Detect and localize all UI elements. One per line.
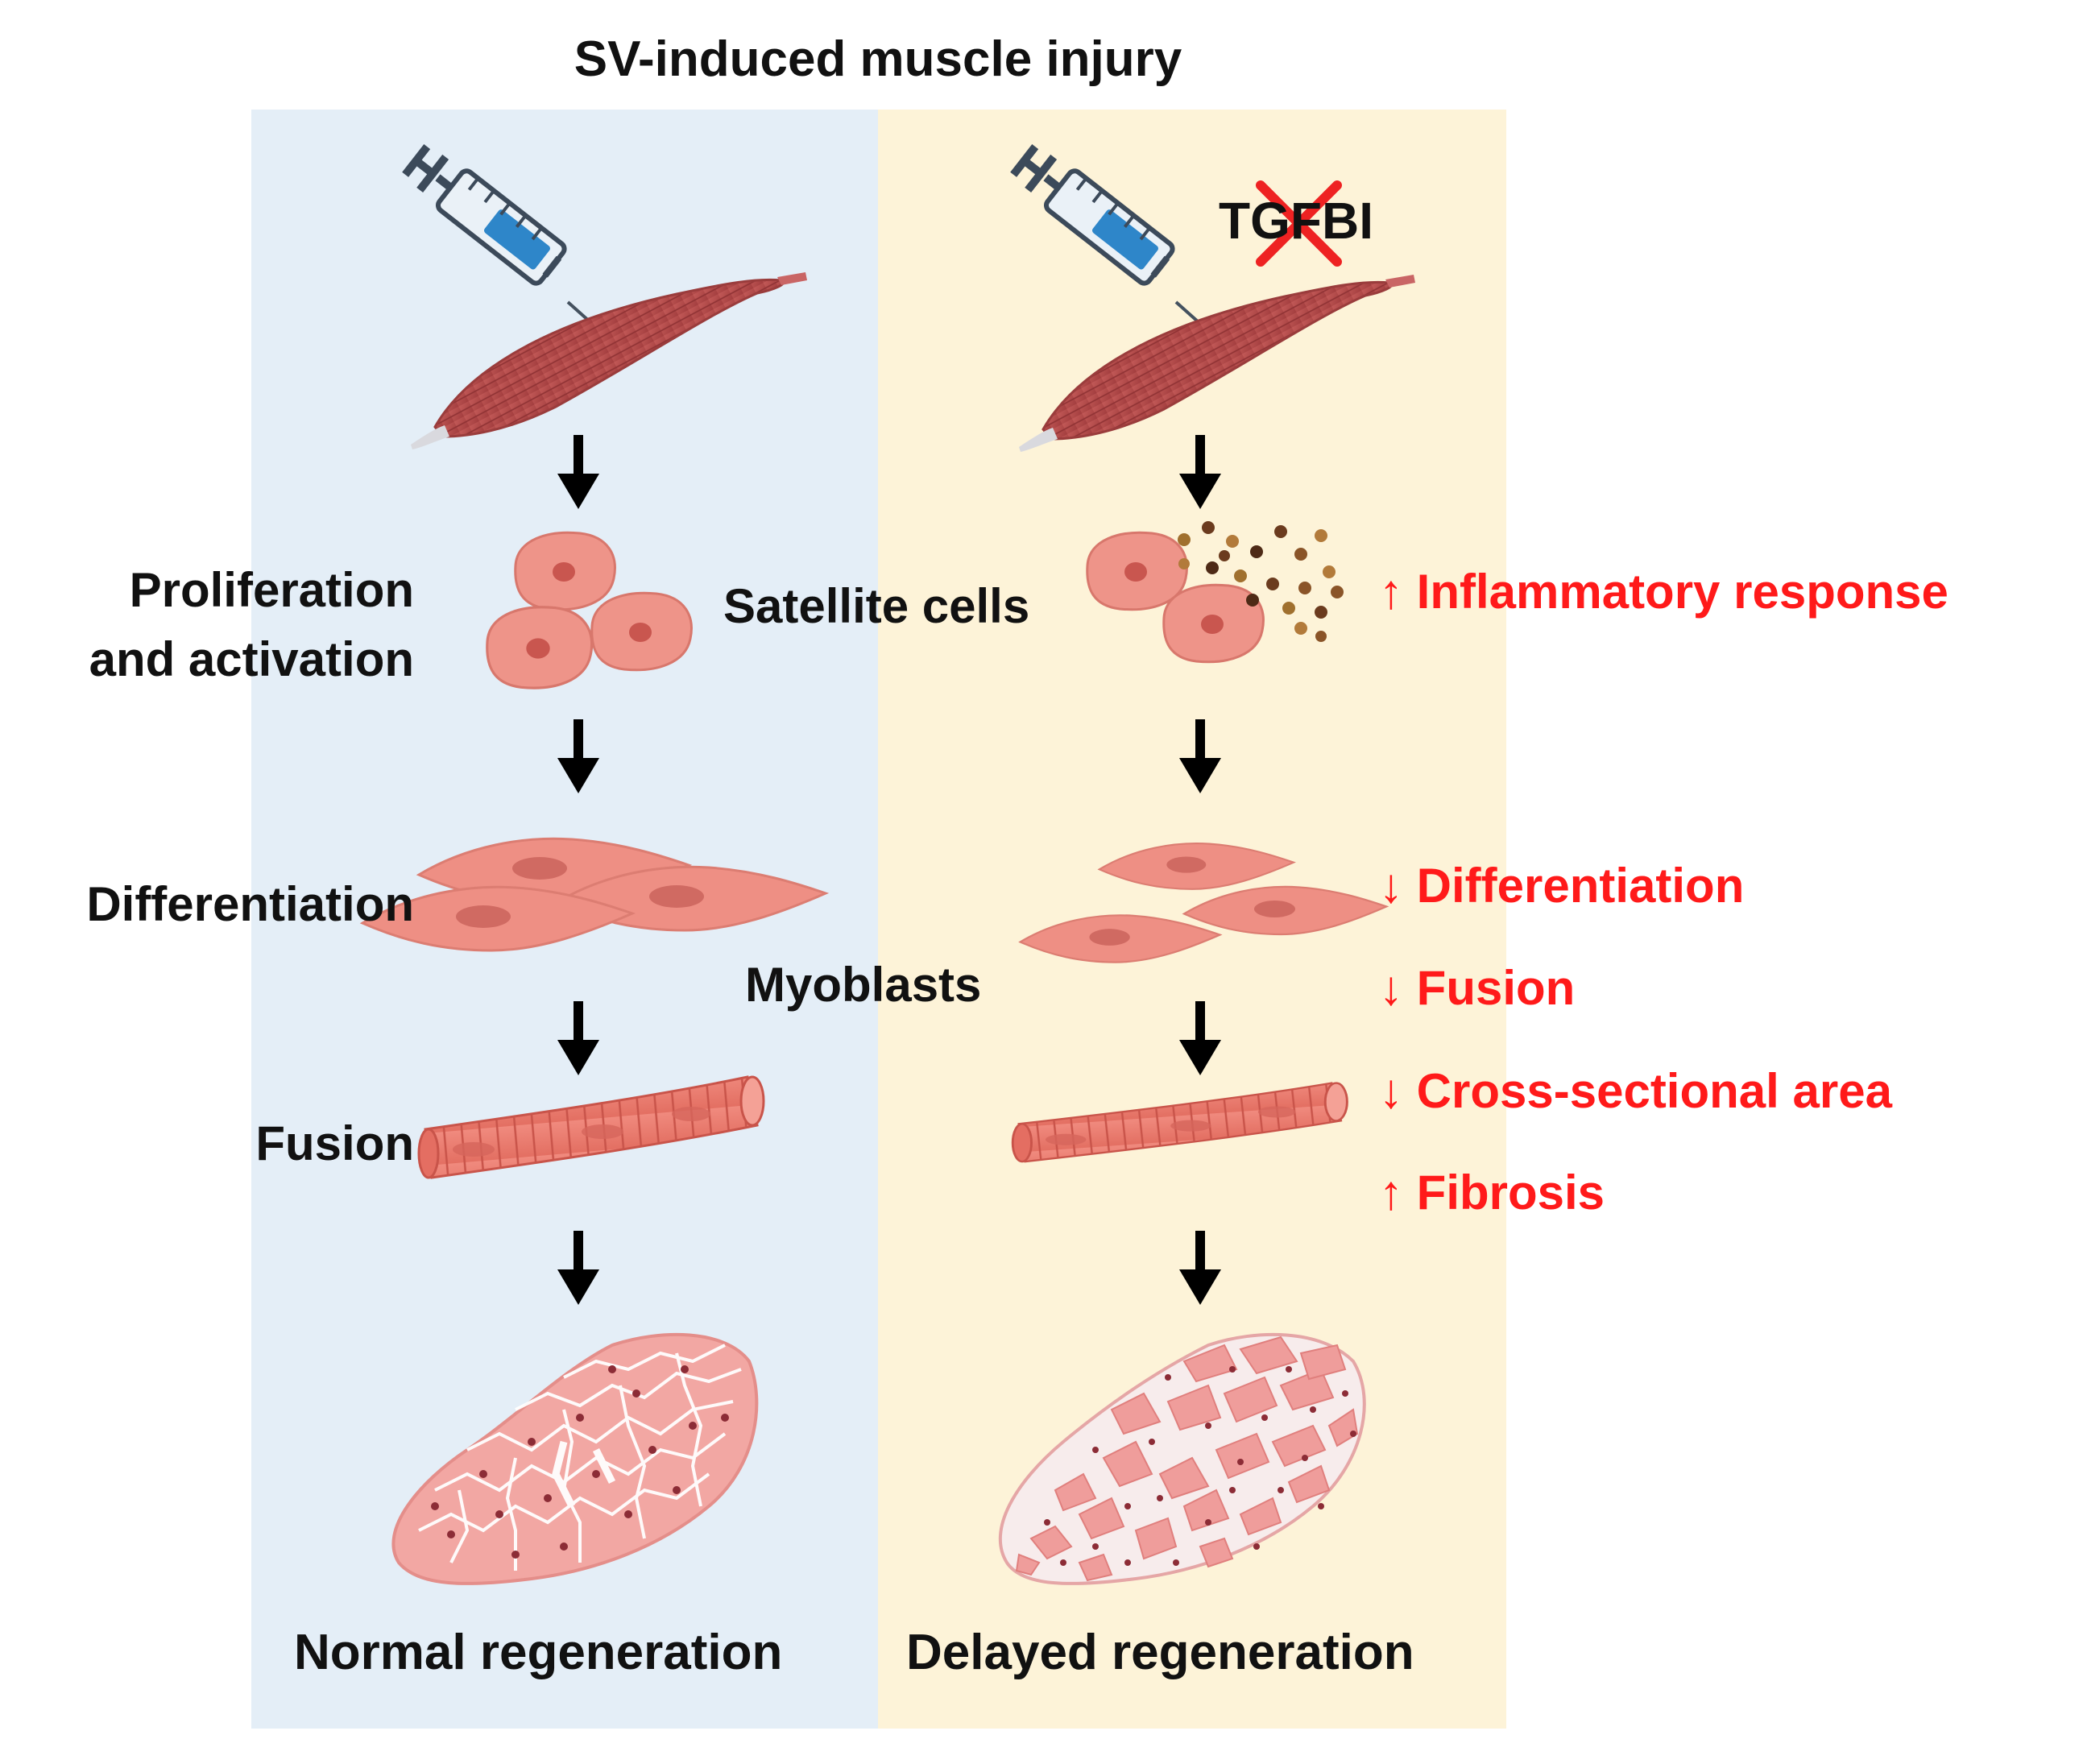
cell-label-satellite-cells: Satellite cells	[723, 579, 1030, 633]
knockout-cross-icon	[1256, 180, 1342, 267]
effect-differentiation: ↓ Differentiation	[1379, 858, 1744, 913]
knockout-gene-label: TGFBI	[1219, 192, 1373, 250]
effect-label: Fusion	[1416, 961, 1576, 1015]
diagram-title: SV-induced muscle injury	[574, 31, 1182, 87]
right-myoblasts-icon	[1019, 843, 1388, 963]
right-arrow-4	[1179, 1231, 1221, 1305]
arrow-down-icon: ↓	[1379, 1064, 1403, 1118]
right-arrow-3	[1179, 1001, 1221, 1075]
effect-label: Inflammatory response	[1416, 565, 1948, 619]
left-regenerated-tissue-icon	[391, 1332, 759, 1585]
left-arrow-3	[557, 1001, 599, 1075]
right-myofiber-icon	[1011, 1082, 1348, 1163]
inflammatory-particles-icon	[1178, 521, 1344, 642]
arrow-up-icon: ↑	[1379, 1166, 1403, 1219]
outcome-normal-regeneration: Normal regeneration	[294, 1625, 783, 1680]
stage-label-differentiation: Differentiation	[86, 877, 414, 931]
effect-label: Fibrosis	[1416, 1166, 1605, 1219]
left-myoblasts-icon	[361, 837, 827, 952]
left-arrow-2	[557, 719, 599, 793]
arrow-up-icon: ↑	[1379, 565, 1403, 619]
outcome-delayed-regeneration: Delayed regeneration	[906, 1625, 1414, 1680]
left-arrow-1	[557, 435, 599, 509]
right-fibrotic-tissue-icon	[998, 1332, 1366, 1585]
effect-label: Differentiation	[1416, 859, 1745, 913]
left-myofiber-icon	[417, 1075, 765, 1179]
effect-inflammatory-response: ↑ Inflammatory response	[1379, 564, 1948, 619]
stage-label-proliferation-line2: and activation	[89, 632, 414, 686]
arrow-down-icon: ↓	[1379, 961, 1403, 1015]
stage-label-fusion: Fusion	[255, 1116, 414, 1170]
cell-label-myoblasts: Myoblasts	[745, 958, 982, 1012]
left-satellite-cells-icon	[486, 531, 693, 689]
left-arrow-4	[557, 1231, 599, 1305]
effect-label: Cross-sectional area	[1416, 1064, 1892, 1118]
right-arrow-2	[1179, 719, 1221, 793]
effect-fibrosis: ↑ Fibrosis	[1379, 1165, 1605, 1220]
right-satellite-cells-icon	[1086, 531, 1265, 664]
stage-label-proliferation-line1: Proliferation	[129, 563, 414, 617]
effect-cross-sectional-area: ↓ Cross-sectional area	[1379, 1063, 1892, 1119]
left-muscle-icon	[409, 271, 809, 451]
right-arrow-1	[1179, 435, 1221, 509]
stage-label-proliferation: Proliferation and activation	[16, 556, 414, 694]
arrow-down-icon: ↓	[1379, 859, 1403, 913]
effect-fusion: ↓ Fusion	[1379, 960, 1575, 1016]
right-syringe-icon	[1013, 147, 1228, 349]
right-muscle-icon	[1017, 273, 1417, 453]
